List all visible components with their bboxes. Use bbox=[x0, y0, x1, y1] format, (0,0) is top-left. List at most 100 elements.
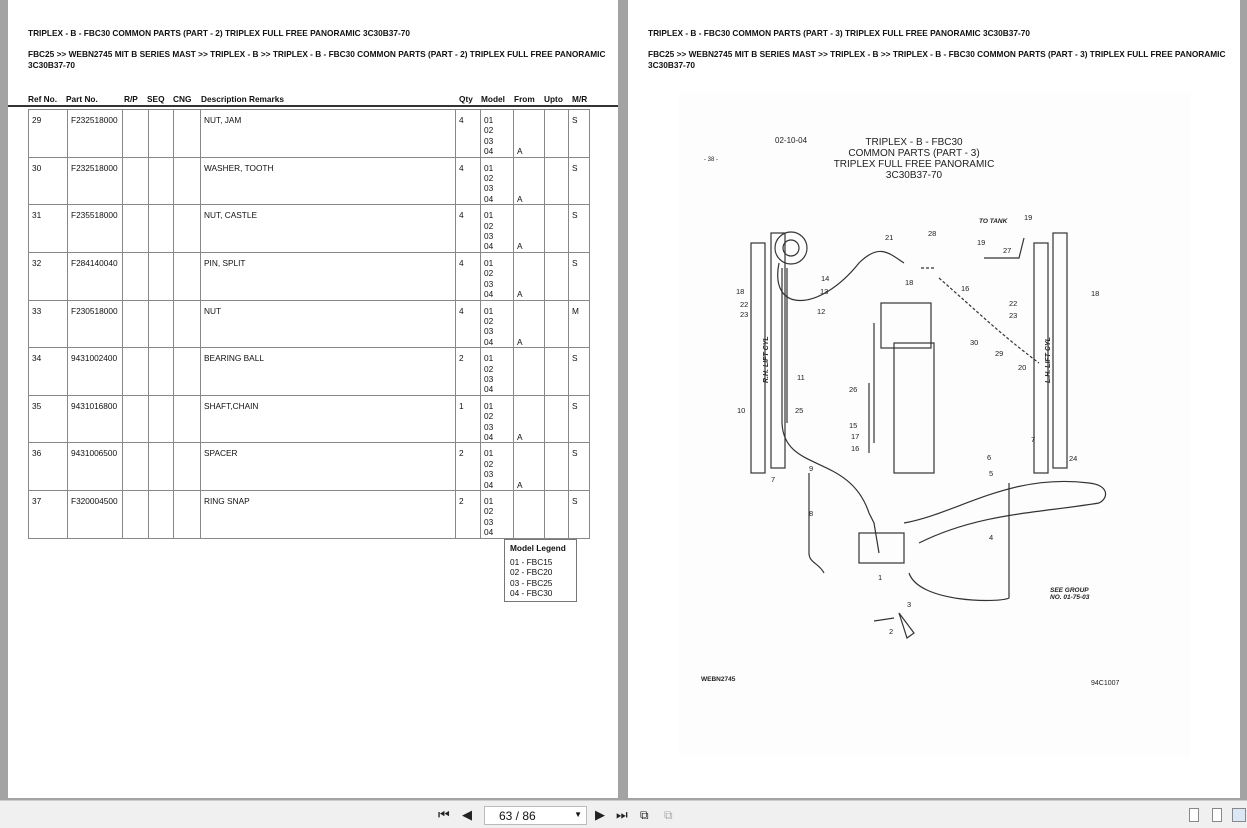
cell-ref: 36 bbox=[28, 442, 68, 491]
cell-empty bbox=[122, 156, 149, 206]
cell-empty bbox=[173, 347, 201, 396]
drawing-code-right: 94C1007 bbox=[1091, 680, 1120, 687]
model-legend: Model Legend 01 - FBC15 02 - FBC20 03 - … bbox=[504, 539, 577, 602]
cell-from bbox=[513, 490, 545, 539]
cell-from: A bbox=[513, 109, 545, 158]
cell-desc: PIN, SPLIT bbox=[200, 251, 456, 301]
first-page-button[interactable]: ⏮ bbox=[438, 807, 450, 822]
cell-part: F232518000 bbox=[67, 156, 123, 206]
right-page: TRIPLEX - B - FBC30 COMMON PARTS (PART -… bbox=[628, 0, 1240, 798]
rh-cyl-label: R.H. LIFT CYL bbox=[763, 336, 770, 383]
cell-qty: 4 bbox=[455, 299, 481, 349]
cell-ref: 34 bbox=[28, 347, 68, 396]
export-page-icon[interactable]: ⧉ bbox=[640, 808, 649, 822]
next-page-button[interactable]: ▶ bbox=[595, 807, 605, 822]
cell-qty: 1 bbox=[455, 394, 481, 444]
cell-models: 01 02 03 04 bbox=[480, 204, 514, 253]
page-title: TRIPLEX - B - FBC30 COMMON PARTS (PART -… bbox=[28, 28, 410, 38]
page-selector[interactable]: 63 / 86 ▼ bbox=[484, 806, 587, 825]
diagram-heading: 3C30B37-70 bbox=[886, 170, 943, 181]
cell-models: 01 02 03 04 bbox=[480, 156, 514, 206]
cell-qty: 4 bbox=[455, 109, 481, 158]
cell-ref: 30 bbox=[28, 156, 68, 206]
copy-page-icon[interactable]: ⧉ bbox=[664, 808, 673, 822]
callout-label: 9 bbox=[809, 464, 813, 473]
cell-from: A bbox=[513, 204, 545, 253]
callout-label: 13 bbox=[820, 287, 828, 296]
callout-label: 29 bbox=[995, 349, 1003, 358]
callout-label: 22 bbox=[1009, 299, 1017, 308]
cell-empty bbox=[544, 490, 569, 539]
cell-empty bbox=[173, 204, 201, 253]
callout-label: 18 bbox=[736, 287, 744, 296]
cell-desc: WASHER, TOOTH bbox=[200, 156, 456, 206]
callout-label: 22 bbox=[740, 300, 748, 309]
callout-label: 20 bbox=[1018, 363, 1026, 372]
legend-item: 02 - FBC20 bbox=[510, 567, 553, 577]
cell-empty bbox=[544, 156, 569, 206]
cell-ref: 32 bbox=[28, 251, 68, 301]
cell-empty bbox=[122, 299, 149, 349]
cell-empty bbox=[122, 109, 149, 158]
legend-item: 03 - FBC25 bbox=[510, 577, 553, 588]
cell-ref: 37 bbox=[28, 490, 68, 539]
cell-empty bbox=[148, 109, 174, 158]
callout-label: 6 bbox=[987, 453, 991, 462]
cell-from: A bbox=[513, 251, 545, 301]
cell-mr: S bbox=[568, 156, 590, 206]
cell-part: 9431002400 bbox=[67, 347, 123, 396]
single-page-view-icon[interactable] bbox=[1189, 808, 1199, 822]
cell-empty bbox=[173, 299, 201, 349]
cell-qty: 2 bbox=[455, 490, 481, 539]
cell-qty: 4 bbox=[455, 204, 481, 253]
callout-label: 24 bbox=[1069, 454, 1077, 463]
cell-part: 9431006500 bbox=[67, 442, 123, 491]
cell-from: A bbox=[513, 442, 545, 491]
column-header: Upto bbox=[544, 94, 563, 104]
callout-label: 16 bbox=[961, 284, 969, 293]
cell-empty bbox=[173, 251, 201, 301]
callout-label: 17 bbox=[851, 432, 859, 441]
cell-empty bbox=[122, 251, 149, 301]
cell-desc: NUT, CASTLE bbox=[200, 204, 456, 253]
cell-desc: BEARING BALL bbox=[200, 347, 456, 396]
legend-title: Model Legend bbox=[510, 543, 566, 553]
page-indicator: 63 / 86 bbox=[499, 809, 536, 823]
callout-label: 27 bbox=[1003, 246, 1011, 255]
cell-empty bbox=[148, 490, 174, 539]
parts-diagram: 02-10-04 - 38 - TRIPLEX - B - FBC30 COMM… bbox=[679, 93, 1190, 757]
cell-desc: NUT bbox=[200, 299, 456, 349]
cell-mr: S bbox=[568, 394, 590, 444]
cell-empty bbox=[173, 109, 201, 158]
cell-qty: 4 bbox=[455, 251, 481, 301]
cell-ref: 31 bbox=[28, 204, 68, 253]
cell-mr: S bbox=[568, 109, 590, 158]
last-page-button[interactable]: ⏭ bbox=[616, 807, 628, 822]
diagram-page-no: - 38 - bbox=[704, 157, 718, 163]
continuous-view-icon[interactable] bbox=[1212, 808, 1222, 822]
callout-label: 1 bbox=[878, 573, 882, 582]
cell-part: F235518000 bbox=[67, 204, 123, 253]
cell-desc: SHAFT,CHAIN bbox=[200, 394, 456, 444]
callout-label: 7 bbox=[771, 475, 775, 484]
column-header: Model bbox=[481, 94, 505, 104]
callout-label: 4 bbox=[989, 533, 993, 542]
cell-part: F230518000 bbox=[67, 299, 123, 349]
cell-mr: S bbox=[568, 442, 590, 491]
cell-empty bbox=[122, 347, 149, 396]
viewer-toolbar: ⏮ ◀ 63 / 86 ▼ ▶ ⏭ ⧉ ⧉ bbox=[0, 800, 1247, 828]
cell-empty bbox=[544, 442, 569, 491]
cell-models: 01 02 03 04 bbox=[480, 109, 514, 158]
cell-empty bbox=[122, 204, 149, 253]
diagram-date: 02-10-04 bbox=[775, 136, 808, 145]
cell-desc: NUT, JAM bbox=[200, 109, 456, 158]
callout-label: 5 bbox=[989, 469, 993, 478]
callout-label: 15 bbox=[849, 421, 857, 430]
callout-label: 8 bbox=[809, 509, 813, 518]
two-page-view-icon[interactable] bbox=[1232, 808, 1246, 822]
previous-page-button[interactable]: ◀ bbox=[462, 807, 472, 822]
